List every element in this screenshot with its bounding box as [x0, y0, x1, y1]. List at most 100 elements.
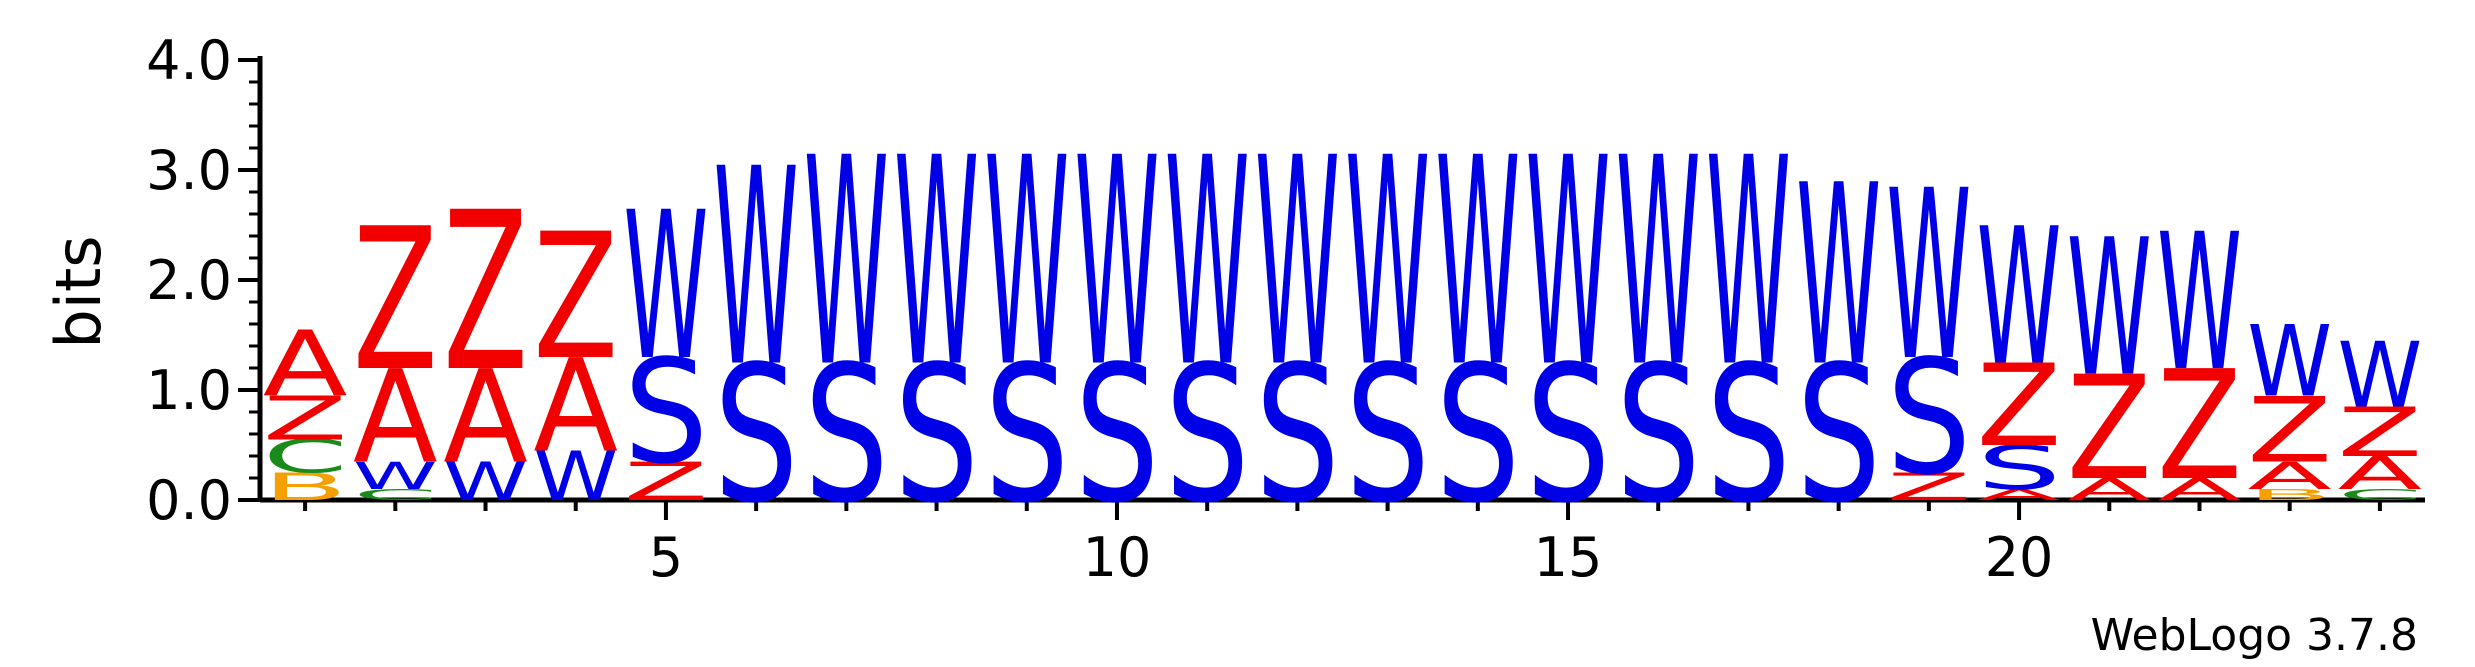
logo-letter-W: W [1706, 97, 1791, 430]
x-tick-label: 15 [1534, 526, 1603, 589]
x-tick-label: 5 [649, 526, 683, 589]
letter-column-7: SW [804, 97, 889, 545]
letter-column-3: WAZ [443, 165, 528, 513]
logo-letter-W: W [1977, 187, 2062, 407]
letter-column-11: SW [1165, 97, 1250, 545]
logo-letter-A: A [263, 311, 348, 417]
logo-letter-A: A [2338, 447, 2423, 500]
logo-letter-W: W [1796, 131, 1881, 421]
weblogo-footer: WebLogo 3.7.8 [2091, 610, 2418, 661]
logo-letter-W: W [1255, 97, 1340, 430]
logo-letter-Z: Z [1977, 340, 2062, 472]
logo-letter-S: S [1075, 325, 1160, 545]
y-tick-label: 3.0 [146, 139, 232, 202]
logo-letter-C: C [263, 431, 348, 484]
logo-letter-B: B [2247, 486, 2332, 504]
letter-column-9: SW [984, 97, 1069, 545]
logo-letter-A: A [2157, 472, 2242, 507]
letter-column-14: SW [1435, 97, 1520, 545]
letter-column-21: AZW [2067, 198, 2152, 512]
logo-letter-Z: Z [443, 165, 528, 420]
logo-letter-S: S [1977, 434, 2062, 504]
logo-letter-Z: Z [263, 384, 348, 454]
letter-column-6: SW [714, 112, 799, 545]
logo-letter-S: S [1345, 325, 1430, 545]
y-tick-label: 0.0 [146, 469, 232, 532]
letter-column-4: WAZ [533, 196, 618, 517]
letter-column-13: SW [1345, 97, 1430, 545]
letter-column-17: SW [1706, 97, 1791, 545]
logo-letter-S: S [894, 325, 979, 545]
letter-stacks: BCZACWAZWAZWAZZSWSWSWSWSWSWSWSWSWSWSWSWS… [263, 97, 2423, 545]
logo-letter-W: W [1075, 97, 1160, 430]
logo-letter-Z: Z [353, 186, 438, 414]
logo-letter-W: W [894, 97, 979, 430]
logo-letter-B: B [263, 465, 348, 509]
logo-letter-A: A [353, 343, 438, 492]
logo-letter-W: W [2157, 193, 2242, 413]
logo-letter-W: W [1435, 97, 1520, 430]
logo-letter-W: W [984, 97, 1069, 430]
logo-letter-A: A [533, 332, 618, 481]
logo-letter-A: A [1977, 486, 2062, 504]
logo-letter-S: S [1526, 325, 1611, 545]
logo-letter-W: W [353, 454, 438, 498]
logo-letter-Z: Z [1886, 465, 1971, 509]
logo-letter-C: C [353, 486, 438, 503]
letter-column-12: SW [1255, 97, 1340, 545]
logo-letter-Z: Z [624, 452, 709, 513]
logo-letter-A: A [2067, 472, 2152, 507]
logo-letter-S: S [804, 325, 889, 545]
logo-letter-S: S [1706, 325, 1791, 545]
logo-letter-Z: Z [2247, 377, 2332, 483]
logo-letter-S: S [624, 328, 709, 496]
letter-column-18: SW [1796, 131, 1881, 545]
logo-letter-A: A [443, 343, 528, 492]
logo-letter-W: W [804, 97, 889, 430]
logo-letter-W: W [2067, 198, 2152, 418]
logo-letter-W: W [443, 451, 528, 512]
logo-letter-W: W [1345, 97, 1430, 430]
letter-column-16: SW [1616, 97, 1701, 545]
logo-letter-S: S [1165, 325, 1250, 545]
logo-letter-Z: Z [2067, 345, 2152, 512]
y-tick-label: 4.0 [146, 29, 232, 92]
logo-letter-W: W [624, 168, 709, 405]
logo-letter-Z: Z [2338, 393, 2423, 473]
y-tick-label: 1.0 [146, 359, 232, 422]
logo-letter-Z: Z [2157, 338, 2242, 514]
logo-letter-C: C [2337, 486, 2422, 503]
logo-letter-S: S [1616, 325, 1701, 545]
y-tick-label: 2.0 [146, 249, 232, 312]
logo-letter-S: S [1435, 325, 1520, 545]
letter-column-19: ZSW [1886, 142, 1971, 510]
logo-letter-W: W [1165, 97, 1250, 430]
logo-letter-S: S [1255, 325, 1340, 545]
logo-letter-W: W [2338, 322, 2423, 428]
logo-letter-W: W [533, 438, 618, 517]
letter-column-5: ZSW [624, 168, 709, 513]
letter-column-8: SW [894, 97, 979, 545]
logo-letter-W: W [1616, 97, 1701, 430]
logo-letter-Z: Z [533, 196, 618, 399]
logo-letter-S: S [1796, 325, 1881, 545]
logo-letter-W: W [714, 112, 799, 428]
logo-letter-W: W [2247, 305, 2332, 419]
y-axis-label: bits [42, 235, 115, 348]
logo-letter-S: S [1886, 326, 1971, 511]
logo-letter-W: W [1886, 142, 1971, 413]
logo-letter-S: S [714, 325, 799, 545]
logo-letter-W: W [1526, 97, 1611, 430]
x-tick-label: 10 [1083, 526, 1152, 589]
x-tick-label: 20 [1985, 526, 2054, 589]
letter-column-15: SW [1526, 97, 1611, 545]
logo-letter-A: A [2247, 454, 2332, 498]
letter-column-22: AZW [2157, 193, 2242, 514]
logo-letter-S: S [984, 325, 1069, 545]
